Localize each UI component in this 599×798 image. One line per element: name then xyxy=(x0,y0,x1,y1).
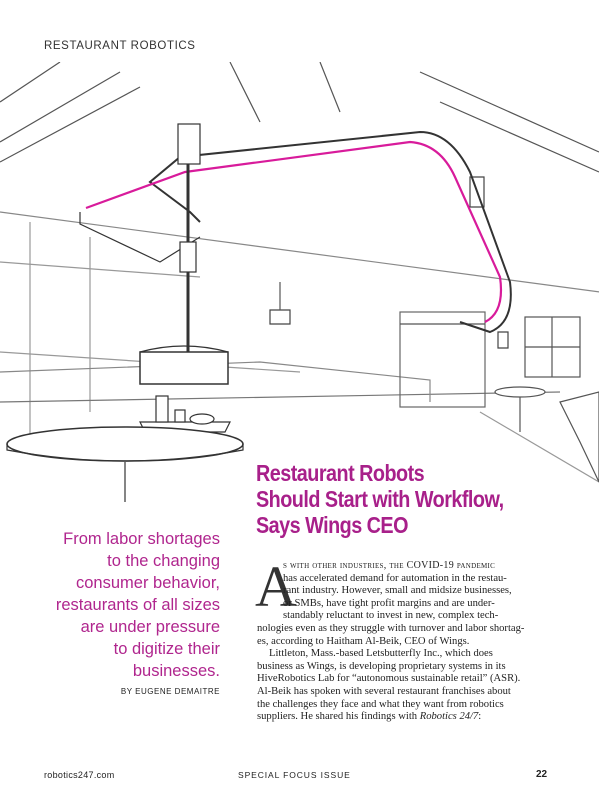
body-line: HiveRobotics Lab for “autonomous sustain… xyxy=(257,673,521,685)
pull-quote-line: businesses. xyxy=(132,662,220,680)
body-line: the challenges they face and what they w… xyxy=(257,698,504,710)
byline: BY EUGENE DEMAITRE xyxy=(120,687,220,696)
section-label: RESTAURANT ROBOTICS xyxy=(44,40,196,52)
body-line: s with other industries, the COVID-19 pa… xyxy=(283,560,496,571)
body-line: rant industry. However, small and midsiz… xyxy=(283,585,512,597)
pull-quote-line: are under pressure xyxy=(80,618,220,636)
article-headline: Restaurant Robots Should Start with Work… xyxy=(256,460,540,538)
body-text-fragment: suppliers. He shared his findings with xyxy=(257,711,420,723)
body-line: Littleton, Mass.-based Letsbutterfly Inc… xyxy=(269,648,493,660)
footer-site: robotics247.com xyxy=(44,770,115,780)
body-line: standably reluctant to invest in new, co… xyxy=(283,610,499,622)
drop-cap: A xyxy=(255,554,297,619)
body-line: has accelerated demand for automation in… xyxy=(283,572,507,584)
pull-quote-line: to digitize their xyxy=(113,640,220,658)
publication-name: Robotics 24/7 xyxy=(419,711,479,723)
headline-line: Says Wings CEO xyxy=(256,512,409,538)
body-text-fragment: : xyxy=(478,711,482,723)
pull-quote-line: restaurants of all sizes xyxy=(55,596,220,614)
pull-quote: From labor shortages to the changing con… xyxy=(30,528,220,682)
body-line: es, according to Haitham Al-Beik, CEO of… xyxy=(257,635,470,647)
body-line: Al-Beik has spoken with several restaura… xyxy=(257,685,511,697)
body-line: or SMBs, have tight profit margins and a… xyxy=(283,597,495,609)
footer-issue: SPECIAL FOCUS ISSUE xyxy=(238,770,351,780)
body-line: nologies even as they struggle with turn… xyxy=(257,622,525,634)
body-line: business as Wings, is developing proprie… xyxy=(257,660,506,672)
headline-line: Restaurant Robots xyxy=(256,460,425,486)
article-body: s with other industries, the COVID-19 pa… xyxy=(257,560,579,724)
restaurant-robot-illustration-icon xyxy=(0,62,599,502)
pull-quote-line: consumer behavior, xyxy=(76,574,220,592)
pull-quote-line: From labor shortages xyxy=(63,530,220,548)
headline-line: Should Start with Workflow, xyxy=(256,486,504,512)
page-number: 22 xyxy=(536,769,548,780)
body-line: suppliers. He shared his findings with R… xyxy=(257,711,579,724)
pull-quote-line: to the changing xyxy=(107,552,220,570)
